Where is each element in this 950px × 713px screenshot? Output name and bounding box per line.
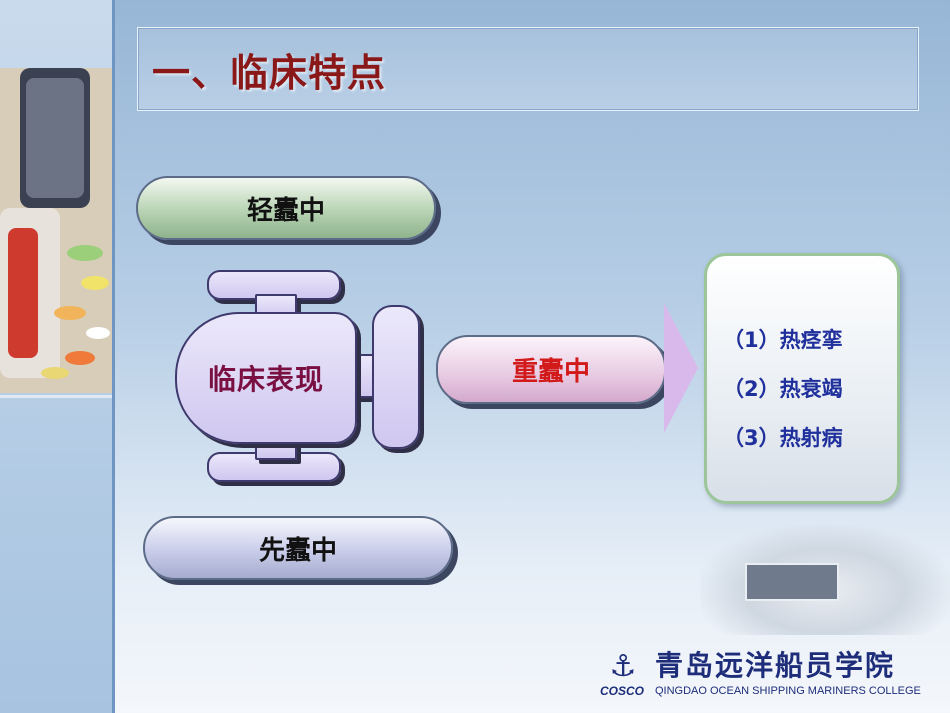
cosco-brand: COSCO <box>600 684 645 698</box>
type-pill-middle: 重蠹中 <box>436 335 666 404</box>
medicine-photo <box>0 68 112 393</box>
campus-building <box>745 563 839 601</box>
center-shape: 临床表现 <box>175 312 357 444</box>
type-pill-top: 轻蠹中 <box>136 176 436 240</box>
severe-form-item: （1）热痉挛 <box>723 328 843 352</box>
anchor-logo-icon: ⚓ <box>609 649 637 684</box>
slide-title: 一、临床特点 <box>152 51 387 95</box>
sidebar-divider <box>112 0 115 713</box>
severe-form-item: （2）热衰竭 <box>723 377 843 401</box>
center-label: 临床表现 <box>207 363 324 396</box>
type-pill-bottom: 先蠹中 <box>143 516 453 580</box>
college-name-chinese: 青岛远洋船员学院 <box>655 649 896 682</box>
sidebar-horizontal-divider <box>0 395 112 398</box>
college-name-english: QINGDAO OCEAN SHIPPING MARINERS COLLEGE <box>655 685 921 697</box>
connector-right-block <box>372 305 420 449</box>
severe-form-item: （3）热射病 <box>723 426 843 450</box>
right-arrow-icon <box>664 303 698 433</box>
type-label-bottom: 先蠹中 <box>258 535 337 566</box>
type-label-top: 轻蠹中 <box>246 195 325 226</box>
title-banner: 一、临床特点 <box>137 27 919 111</box>
severe-forms-box: （1）热痉挛 （2）热衰竭 （3）热射病 <box>704 253 900 504</box>
type-label-middle: 重蠹中 <box>511 357 590 387</box>
